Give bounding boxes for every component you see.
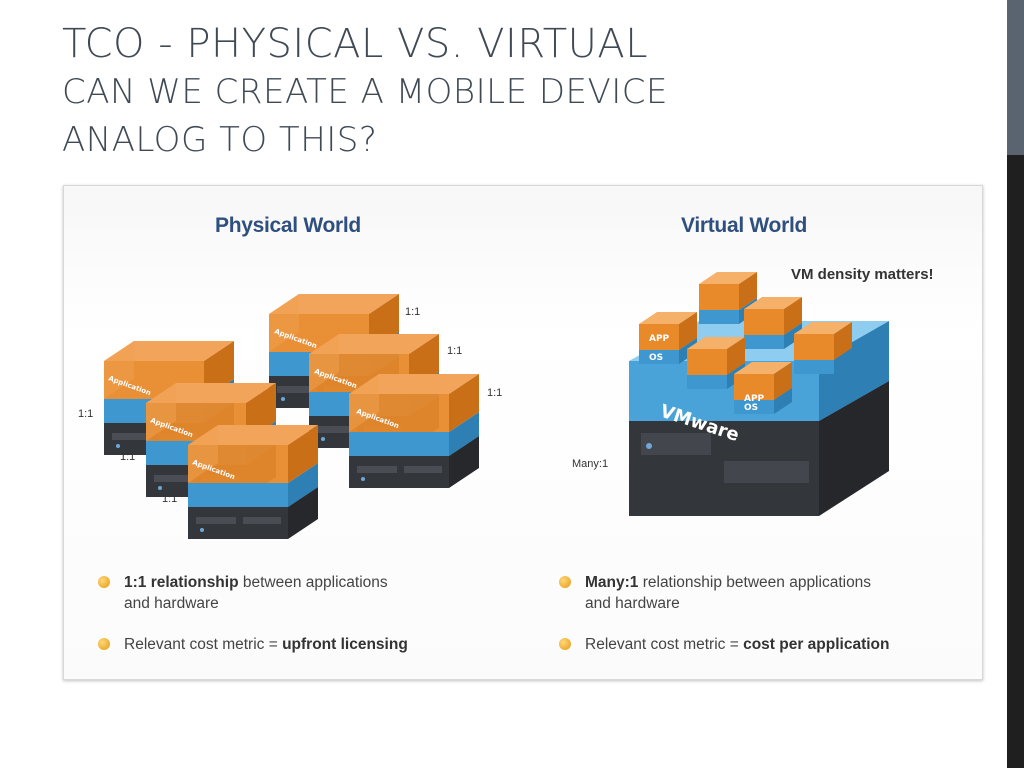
bullet-icon	[98, 576, 110, 588]
ratio-label: 1:1	[120, 451, 136, 463]
comparison-panel: Physical World Virtual World VM density …	[63, 185, 983, 680]
bullet-text: relationship between applications	[638, 574, 872, 591]
ratio-label: 1:1	[405, 306, 421, 318]
virtual-bullet-2: Relevant cost metric = cost per applicat…	[559, 634, 955, 655]
virtual-bullet-1: Many:1 relationship between applications…	[559, 572, 955, 614]
physical-bullet-1: 1:1 relationship between applications an…	[98, 572, 454, 614]
vm-os-label: OS	[744, 403, 758, 413]
title-line-2: CAN WE CREATE A MOBILE DEVICE	[62, 72, 669, 112]
bullet-text-line2: and hardware	[124, 595, 219, 612]
bullet-strong: cost per application	[743, 636, 890, 653]
many-ratio-label: Many:1	[572, 458, 609, 470]
physical-bullet-2: Relevant cost metric = upfront licensing	[98, 634, 464, 655]
bullet-icon	[98, 638, 110, 650]
physical-stacks-illustration: Application Application Application Appl…	[104, 294, 479, 539]
title-line-1: TCO - PHYSICAL VS. VIRTUAL	[62, 21, 649, 67]
ratio-label: 1:1	[162, 493, 178, 505]
bullet-text: Relevant cost metric =	[124, 636, 283, 653]
bullet-icon	[559, 576, 571, 588]
vm-app-label: APP	[744, 394, 765, 404]
bullet-strong: upfront licensing	[282, 636, 408, 653]
vm-os-label: OS	[649, 353, 663, 363]
virtual-world-heading: Virtual World	[681, 214, 808, 237]
ratio-label: 1:1	[487, 387, 503, 399]
slide-title: TCO - PHYSICAL VS. VIRTUAL CAN WE CREATE…	[62, 20, 668, 164]
ratio-label: 1:1	[78, 408, 94, 420]
bullet-strong: Many:1	[585, 574, 639, 591]
physical-world-heading: Physical World	[215, 214, 361, 237]
vm-density-note: VM density matters!	[791, 266, 934, 283]
ratio-label: 1:1	[447, 345, 463, 357]
title-line-3: ANALOG TO THIS?	[62, 120, 378, 160]
bullet-strong: 1:1 relationship	[124, 574, 239, 591]
bullet-text-line2: and hardware	[585, 595, 680, 612]
right-edge-bar	[1007, 0, 1024, 768]
bullet-text: Relevant cost metric =	[585, 636, 744, 653]
virtual-server-illustration: APP OS APP OS VMware	[629, 272, 889, 516]
bullet-icon	[559, 638, 571, 650]
vm-app-label: APP	[649, 334, 670, 344]
right-edge-accent	[1007, 0, 1024, 155]
bullet-text: between applications	[238, 574, 388, 591]
